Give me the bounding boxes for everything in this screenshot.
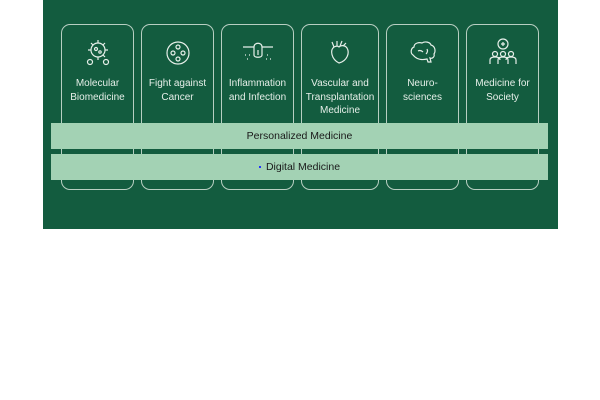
card-label: Medicine for Society: [475, 78, 530, 103]
card-neurosciences: Neuro-sciences: [386, 24, 459, 190]
heart-icon: [331, 40, 349, 64]
skin-follicle-icon: [242, 42, 273, 60]
card-label: Molecular Biomedicine: [70, 78, 125, 103]
virus-icon: [86, 40, 109, 66]
card-inflammation-infection: Inflammation and Infection: [221, 24, 294, 190]
card-fight-against-cancer: Fight against Cancer: [141, 24, 214, 190]
card-label: Inflammation and Infection: [228, 78, 287, 103]
card-label: Neuro-sciences: [403, 78, 442, 103]
card-molecular-biomedicine: Molecular Biomedicine: [61, 24, 134, 190]
personalized-medicine-bar: Personalized Medicine: [51, 123, 548, 149]
card-medicine-for-society: Medicine for Society: [466, 24, 539, 190]
bar-label: Digital Medicine: [265, 161, 341, 173]
community-health-icon: [488, 38, 517, 64]
research-areas-panel: [43, 0, 558, 229]
card-label: Vascular and Transplantation Medicine: [305, 78, 375, 116]
brain-icon: [410, 41, 436, 63]
bar-label: Personalized Medicine: [246, 130, 353, 142]
card-vascular-transplantation: Vascular and Transplantation Medicine: [301, 24, 379, 190]
card-label: Fight against Cancer: [148, 78, 207, 103]
dot-marker: [258, 166, 261, 169]
digital-medicine-bar: Digital Medicine: [51, 154, 548, 180]
cell-icon: [165, 41, 190, 65]
